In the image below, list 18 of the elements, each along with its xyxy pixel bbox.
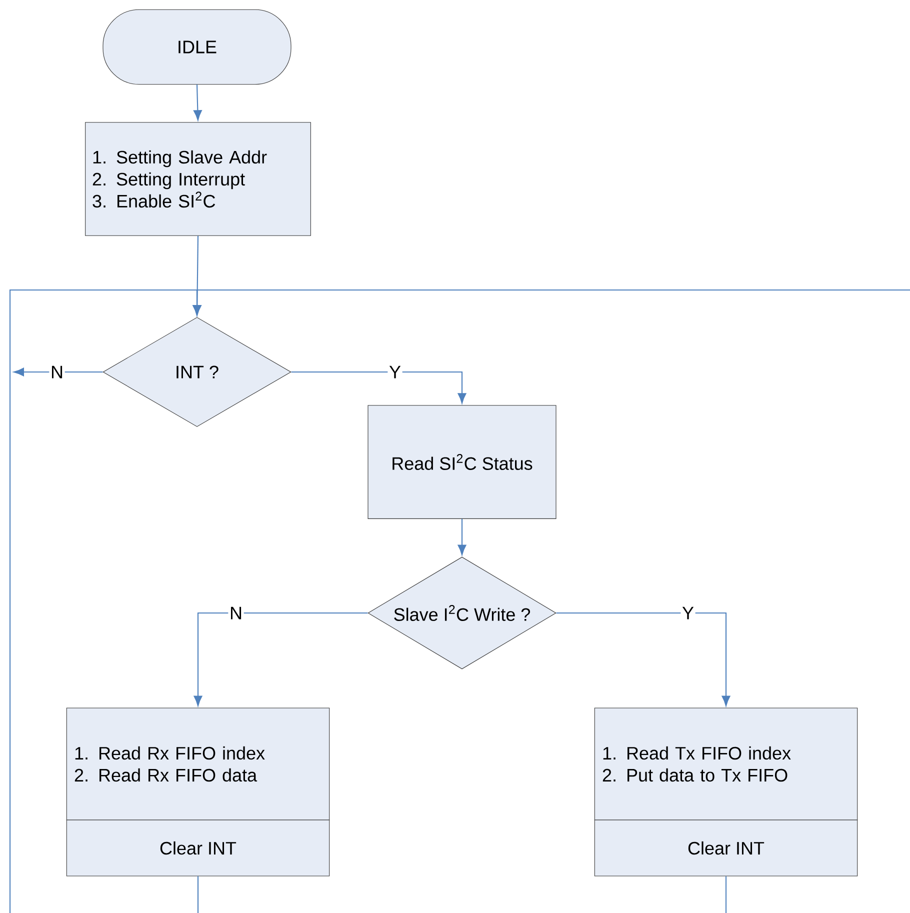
edge-label: N <box>49 364 65 380</box>
process-box: Clear INT <box>66 820 330 876</box>
process-box: Read SI$^{2}$C Status <box>368 405 556 519</box>
terminal-box: IDLE <box>102 9 292 85</box>
arrow <box>193 84 202 120</box>
arrow <box>556 612 730 706</box>
edge-label: Y <box>388 364 402 380</box>
arrow <box>194 612 368 706</box>
process-box: 1. Setting Slave Addr 2. Setting Interrupt 3. Enable SI$^{2}$C <box>85 122 311 236</box>
arrow <box>192 289 910 316</box>
process-box: 1. Read Rx FIFO index 2. Read Rx FIFO data <box>66 708 330 820</box>
process-box: 1. Read Tx FIFO index 2. Put data to Tx FIFO <box>594 708 858 820</box>
arrow <box>14 368 103 376</box>
edge-label: N <box>228 605 244 621</box>
process-box: Clear INT <box>594 820 858 876</box>
edge-label: Y <box>680 605 696 621</box>
arrow <box>458 518 466 556</box>
arrow <box>291 371 466 404</box>
